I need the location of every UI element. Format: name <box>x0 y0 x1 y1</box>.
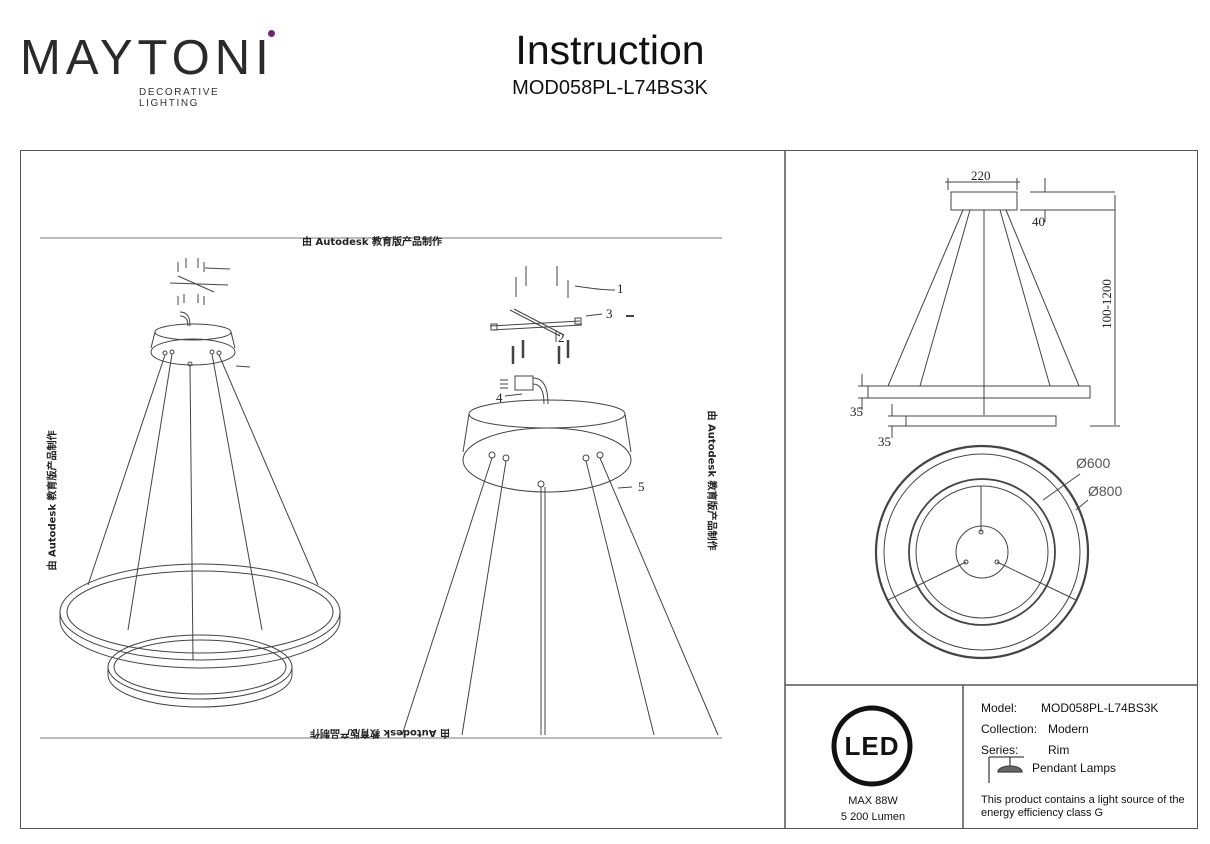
dim-ring-lower-height: 35 <box>878 434 891 449</box>
hardware-parts-small <box>169 258 231 327</box>
model-value: MOD058PL-L74BS3K <box>1041 701 1159 715</box>
callout-4: 4 <box>496 390 503 405</box>
dim-canopy-width: 220 <box>971 168 991 183</box>
logo-dot-icon <box>268 30 275 37</box>
dim-drop-range: 100-1200 <box>1098 279 1114 329</box>
model-code: MOD058PL-L74BS3K <box>512 77 708 99</box>
led-badge-text: LED <box>844 731 900 761</box>
series-label: Series: <box>981 743 1019 757</box>
callout-2: 2 <box>558 330 565 345</box>
watermark-bottom: 由 Autodesk 教育版产品制作 <box>310 727 451 738</box>
collection-value: Modern <box>1048 722 1089 736</box>
max-power: MAX 88W <box>848 795 898 807</box>
callout-3: 3 <box>606 306 613 321</box>
collection-label: Collection: <box>981 722 1038 736</box>
watermark-top: 由 Autodesk 教育版产品制作 <box>302 237 443 248</box>
brand-name: MAYTONI <box>20 31 274 85</box>
screws-part-1 <box>515 266 616 298</box>
led-badge-icon <box>831 705 913 787</box>
energy-note-line-2: energy efficiency class G <box>981 807 1104 819</box>
series-value: Rim <box>1048 743 1070 757</box>
dim-ring-upper-height: 35 <box>850 404 863 419</box>
energy-note-line-1: This product contains a light source of … <box>981 794 1185 806</box>
dim-canopy-height: 40 <box>1032 214 1045 229</box>
side-elevation-view <box>858 178 1120 438</box>
drawing-frame <box>20 150 1198 829</box>
callout-5: 5 <box>638 479 645 494</box>
watermark-left: 由 Autodesk 教育版产品制作 <box>47 430 59 571</box>
anchors-part-2 <box>511 340 570 364</box>
brand-logo: MAYTONI DECORATIVE LIGHTING <box>20 28 280 109</box>
lamp-type: Pendant Lamps <box>1032 761 1117 775</box>
bracket-part-3 <box>489 308 634 342</box>
exploded-view <box>401 266 719 736</box>
watermark-right: 由 Autodesk 教育版产品制作 <box>705 410 717 551</box>
assembled-lamp-view <box>59 258 341 708</box>
plan-view <box>874 444 1090 660</box>
lumen-output: 5 200 Lumen <box>840 811 906 823</box>
callout-1: 1 <box>617 281 624 296</box>
dim-outer-diameter: Ø800 <box>1088 483 1123 499</box>
brand-tagline: DECORATIVE LIGHTING <box>139 87 220 109</box>
connector-part-4 <box>500 375 549 405</box>
dim-inner-diameter: Ø600 <box>1076 455 1111 471</box>
page-title: Instruction <box>515 27 705 73</box>
model-label: Model: <box>981 701 1018 715</box>
pendant-lamp-icon <box>988 756 1024 783</box>
